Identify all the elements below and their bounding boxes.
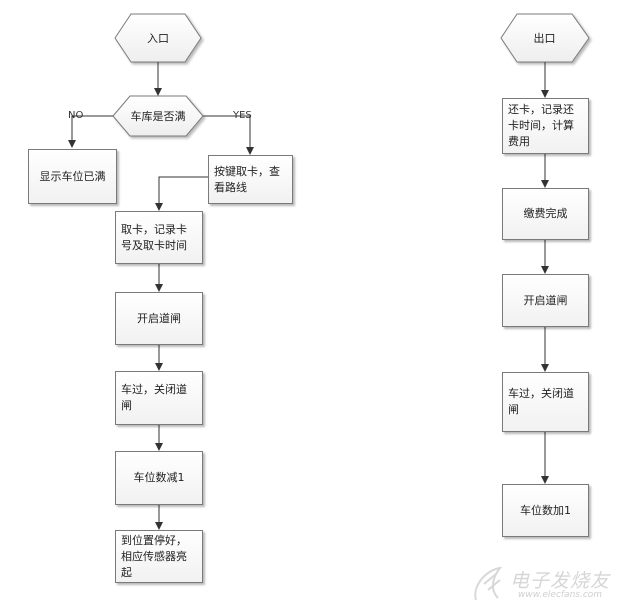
exit-car-pass-box: 车过，关闭道 闸 xyxy=(502,372,589,432)
entry-start-label: 入口 xyxy=(147,32,169,45)
watermark-logo-icon xyxy=(474,566,503,601)
edge-presskey-to-takecard xyxy=(155,176,208,211)
parked-box: 到位置停好， 相应传感器亮 起 xyxy=(115,530,203,583)
no-branch-label: NO xyxy=(68,110,84,121)
watermark-url: www.elecfans.com xyxy=(518,590,603,600)
edge-decision-no xyxy=(68,115,113,148)
entry-car-pass-box: 车过，关闭道 闸 xyxy=(115,371,203,425)
exit-start-label: 出口 xyxy=(533,32,556,45)
full-box: 显示车位已满 xyxy=(28,149,117,204)
exit-start-shape xyxy=(500,13,590,63)
yes-branch-label: YES xyxy=(233,110,252,121)
entry-start-shape xyxy=(114,13,202,63)
increment-box: 车位数加1 xyxy=(502,484,589,537)
return-card-box: 还卡，记录还 卡时间，计算 费用 xyxy=(502,98,589,154)
paid-box: 缴费完成 xyxy=(502,188,589,240)
entry-open-gate-box: 开启道闸 xyxy=(115,292,203,345)
decrement-box: 车位数减1 xyxy=(115,451,203,505)
edge-decision-yes xyxy=(203,115,254,155)
entry-decision-label: 车库是否满 xyxy=(130,110,186,123)
watermark-text: 电子发烧友 xyxy=(510,570,611,592)
press-key-box: 按键取卡，查 看路线 xyxy=(208,155,293,204)
exit-open-gate-box: 开启道闸 xyxy=(502,274,589,327)
take-card-box: 取卡，记录卡 号及取卡时间 xyxy=(115,211,203,264)
